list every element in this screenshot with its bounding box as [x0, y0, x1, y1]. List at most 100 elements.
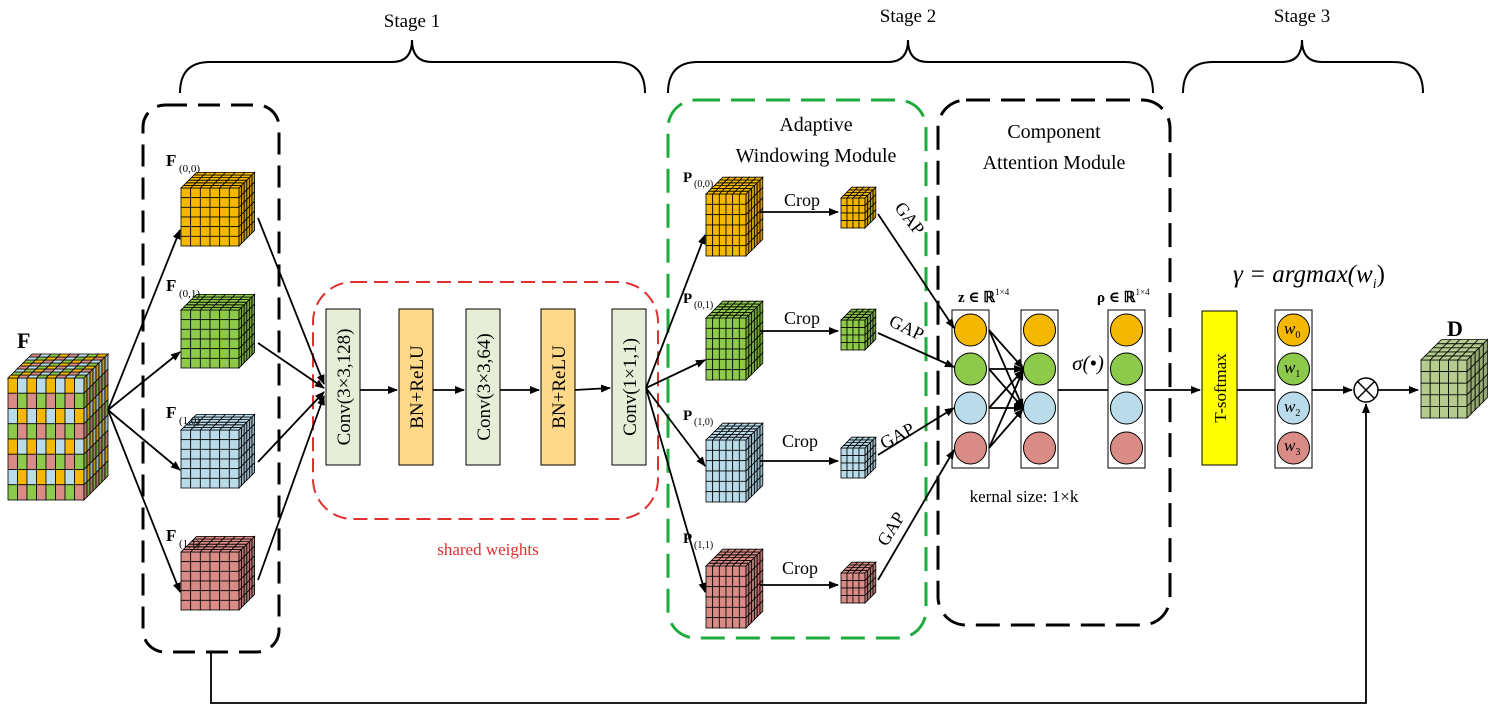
stage3-brace: [1182, 39, 1424, 94]
crop-label-0: Crop: [784, 190, 820, 210]
weight-node-0: [1277, 313, 1310, 347]
f10-cube: [180, 413, 256, 489]
cam-title-1: Component: [1007, 121, 1101, 143]
crop10-cube: [840, 436, 877, 479]
stage-braces: [179, 39, 1424, 94]
awm-title-1: Adaptive: [779, 114, 852, 136]
input-F-cube: [7, 353, 109, 501]
gamma-close: ): [1377, 261, 1385, 288]
p-labels: P (0,0) P (0,1) P (1,0) P (1,1): [683, 170, 713, 551]
stage1-brace: [179, 39, 646, 94]
arrow-gap-0: [877, 213, 955, 329]
weight-node-3: [1277, 431, 1310, 465]
arrow-bn2-conv3: [574, 384, 611, 393]
split-labels: F (0,0) F (0,1) F (1,0) F (1,1): [166, 151, 200, 550]
gamma-equation: γ = argmax(wi): [1233, 261, 1385, 292]
p11-label: P: [683, 531, 692, 547]
node-col2-row1: [1110, 352, 1143, 386]
bn-relu-block-1: [398, 308, 434, 466]
bn-relu-text-2: BN+ReLU: [549, 345, 570, 429]
arrows: [107, 208, 1419, 704]
node-col2-row0: [1110, 313, 1143, 347]
arrow-f01-conv: [257, 342, 325, 389]
conv-1x1-1-text: Conv(1×1,1): [620, 338, 641, 436]
p10-cube: [705, 422, 764, 503]
arrow-f00-conv: [257, 217, 325, 385]
arrow-f10-conv: [257, 391, 325, 463]
w0-name: w: [1284, 319, 1296, 338]
mid-column-frame: [1020, 309, 1059, 469]
node-col0-row3: [954, 431, 987, 465]
arrow-conv3-p10: [645, 387, 706, 467]
f11-label: F: [166, 526, 176, 545]
w1-sub: 1: [1295, 369, 1300, 380]
crop-label-3: Crop: [782, 558, 818, 578]
p00-sub: (0,0): [694, 179, 713, 190]
f01-cube: [180, 293, 256, 369]
input-label: F: [17, 328, 30, 353]
bn-relu-text-1: BN+ReLU: [407, 345, 428, 429]
f00-cube: [180, 171, 256, 247]
conv-3x3-64-text: Conv(3×3,64): [474, 333, 495, 440]
p10-sub: (1,0): [694, 417, 713, 428]
p01-sub: (0,1): [694, 300, 713, 311]
conv1d-link-6: [988, 370, 1024, 449]
p00-label: P: [683, 170, 692, 186]
feature-cubes: [7, 171, 1489, 629]
z-column-frame: [951, 309, 990, 469]
arrow-in-f01: [107, 351, 181, 411]
w0-sub: 0: [1295, 330, 1300, 341]
node-col1-row1: [1023, 352, 1056, 386]
stage3-label: Stage 3: [1274, 6, 1330, 27]
arrow-conv3-p00: [645, 234, 706, 389]
node-col0-row1: [954, 352, 987, 386]
crop-label-1: Crop: [784, 308, 820, 328]
z-label-main: z ∈ ℝ: [958, 290, 996, 306]
rho-column-frame: [1107, 309, 1146, 469]
p11-cube: [705, 548, 764, 629]
output-D-label: D: [1447, 316, 1463, 341]
z-label: z ∈ ℝ1×4: [958, 287, 1010, 306]
gap-label-3: GAP: [873, 508, 909, 549]
p00-cube: [705, 176, 764, 257]
node-col1-row2: [1023, 391, 1056, 425]
p11-sub: (1,1): [694, 540, 713, 551]
node-col1-row3: [1023, 431, 1056, 465]
p10-label: P: [683, 408, 692, 424]
crop-label-2: Crop: [782, 431, 818, 451]
rho-label-main: ρ ∈ ℝ: [1097, 290, 1137, 306]
arrow-conv3-p01: [645, 359, 706, 389]
stage1-label: Stage 1: [384, 11, 440, 32]
weight-circles: [1277, 313, 1310, 465]
node-col2-row2: [1110, 391, 1143, 425]
t-softmax-block: [1201, 310, 1238, 466]
p01-cube: [705, 300, 764, 381]
weight-node-2: [1277, 391, 1310, 425]
node-col2-row3: [1110, 431, 1143, 465]
crop11-cube: [840, 561, 877, 604]
cam-title-2: Attention Module: [983, 152, 1126, 174]
crop00-cube: [840, 186, 877, 229]
kernel-size-label: kernal size: 1×k: [970, 487, 1079, 506]
gap-label-0: GAP: [891, 198, 929, 239]
conv-3x3-128-text: Conv(3×3,128): [334, 329, 355, 446]
node-col0-row0: [954, 313, 987, 347]
attention-nodes: [951, 309, 1146, 469]
f11-cube: [180, 535, 256, 611]
w2-sub: 2: [1295, 408, 1300, 419]
shared-blocks: Conv(3×3,128) BN+ReLU Conv(3×3,64) BN+Re…: [325, 308, 647, 466]
w2-name: w: [1284, 397, 1296, 416]
w0-label: w0: [1284, 319, 1300, 341]
awm-title-2: Windowing Module: [736, 145, 897, 167]
gap-label-2: GAP: [877, 418, 918, 453]
node-col0-row2: [954, 391, 987, 425]
arrow-in-f00: [107, 229, 181, 411]
f11-sub: (1,1): [179, 538, 200, 550]
f00-label: F: [166, 151, 176, 170]
conv-3x3-128-block: [325, 308, 361, 466]
arrow-in-f10: [107, 409, 181, 471]
p01-label: P: [683, 291, 692, 307]
conv-3x3-64-block: [465, 308, 501, 466]
gamma-main: γ = argmax(w: [1233, 261, 1373, 288]
